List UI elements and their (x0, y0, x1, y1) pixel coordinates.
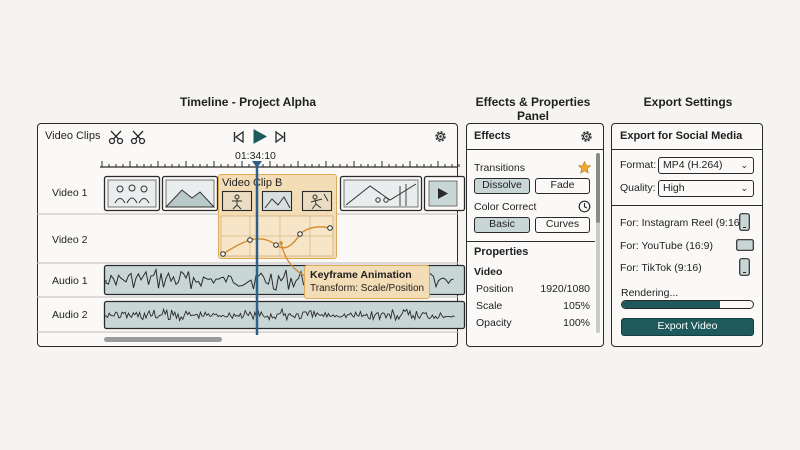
rendering-label: Rendering... (621, 287, 679, 299)
export-header: Export for Social Media (620, 130, 743, 142)
clip-frame-thumbnail (221, 190, 253, 212)
property-position-label: Position (476, 283, 514, 295)
clip-frame-thumbnail (301, 190, 333, 212)
effects-header-divider (467, 149, 603, 150)
target-instagram-label[interactable]: For: Instagram Reel (9:16) (620, 217, 744, 229)
rendering-progress-fill (622, 301, 721, 308)
property-opacity-label: Opacity (476, 317, 512, 329)
keyframe-callout (304, 265, 430, 299)
export-video-button[interactable]: Export Video (621, 318, 754, 336)
video-clip-thumbnail[interactable] (161, 175, 219, 212)
quality-value: High (663, 182, 685, 194)
format-select[interactable]: MP4 (H.264) ⌄ (658, 157, 754, 174)
callout-title: Keyframe Animation (310, 269, 412, 281)
star-icon[interactable] (577, 160, 592, 174)
properties-label: Properties (474, 246, 529, 258)
property-scale-label: Scale (476, 300, 503, 312)
effects-scrollbar-track[interactable] (596, 153, 600, 333)
basic-button[interactable]: Basic (474, 217, 530, 233)
gear-icon[interactable] (433, 129, 448, 144)
track-label-video-1: Video 1 (52, 187, 88, 199)
keyframe-curve-graph[interactable] (220, 214, 336, 258)
export-header-divider (612, 149, 762, 150)
phone-portrait-icon[interactable] (739, 213, 750, 231)
property-position-value[interactable]: 1920/1080 (540, 283, 590, 295)
effects-scrollbar-thumb[interactable] (596, 153, 600, 223)
transitions-label: Transitions (474, 162, 525, 174)
track-label-video-2: Video 2 (52, 234, 88, 246)
track-label-audio-1: Audio 1 (52, 275, 88, 287)
quality-select[interactable]: High ⌄ (658, 180, 754, 197)
timeline-scrollbar[interactable] (104, 337, 222, 342)
playhead[interactable] (251, 160, 263, 336)
timecode: 01:34:10 (235, 150, 276, 162)
effects-title: Effects & Properties Panel (475, 95, 591, 123)
target-tiktok-label[interactable]: For: TikTok (9:16) (620, 262, 702, 274)
chevron-down-icon: ⌄ (740, 160, 748, 170)
export-title: Export Settings (643, 95, 733, 109)
play-icon[interactable] (253, 129, 268, 144)
video-clip-thumbnail[interactable] (423, 175, 466, 212)
format-value: MP4 (H.264) (663, 159, 723, 171)
razor-icon[interactable] (130, 129, 146, 145)
time-ruler[interactable] (100, 160, 460, 170)
video-clips-label: Video Clips (45, 130, 101, 142)
dissolve-button[interactable]: Dissolve (474, 178, 530, 194)
callout-subtitle: Transform: Scale/Position (310, 283, 425, 294)
format-label: Format: (620, 159, 657, 171)
video-clip-thumbnail[interactable] (339, 175, 423, 212)
effects-panel (466, 123, 604, 347)
export-options-divider (612, 205, 762, 206)
scissors-icon[interactable] (108, 129, 124, 145)
previous-icon[interactable] (233, 130, 245, 144)
chevron-down-icon: ⌄ (740, 183, 748, 193)
callout-connector (279, 241, 306, 277)
property-opacity-value[interactable]: 100% (563, 317, 590, 329)
gear-icon[interactable] (579, 129, 594, 144)
property-scale-value[interactable]: 105% (563, 300, 590, 312)
fade-button[interactable]: Fade (535, 178, 590, 194)
effects-header: Effects (474, 130, 511, 142)
quality-label: Quality: (620, 182, 656, 194)
properties-divider (467, 241, 595, 242)
phone-portrait-icon[interactable] (739, 258, 750, 276)
rendering-progress-bar (621, 300, 754, 309)
video-section-label: Video (474, 266, 503, 278)
track-label-audio-2: Audio 2 (52, 309, 88, 321)
landscape-screen-icon[interactable] (736, 239, 754, 251)
clip-frame-thumbnail (261, 190, 293, 212)
timeline-title: Timeline - Project Alpha (179, 95, 317, 109)
next-icon[interactable] (274, 130, 286, 144)
target-youtube-label[interactable]: For: YouTube (16:9) (620, 240, 714, 252)
video-clip-thumbnail[interactable] (103, 175, 161, 212)
selected-clip-label: Video Clip B (222, 177, 283, 189)
curves-button[interactable]: Curves (535, 217, 590, 233)
color-correct-label: Color Correct (474, 201, 537, 213)
audio-clip-audio-2[interactable] (103, 300, 466, 330)
clock-icon[interactable] (578, 200, 591, 213)
